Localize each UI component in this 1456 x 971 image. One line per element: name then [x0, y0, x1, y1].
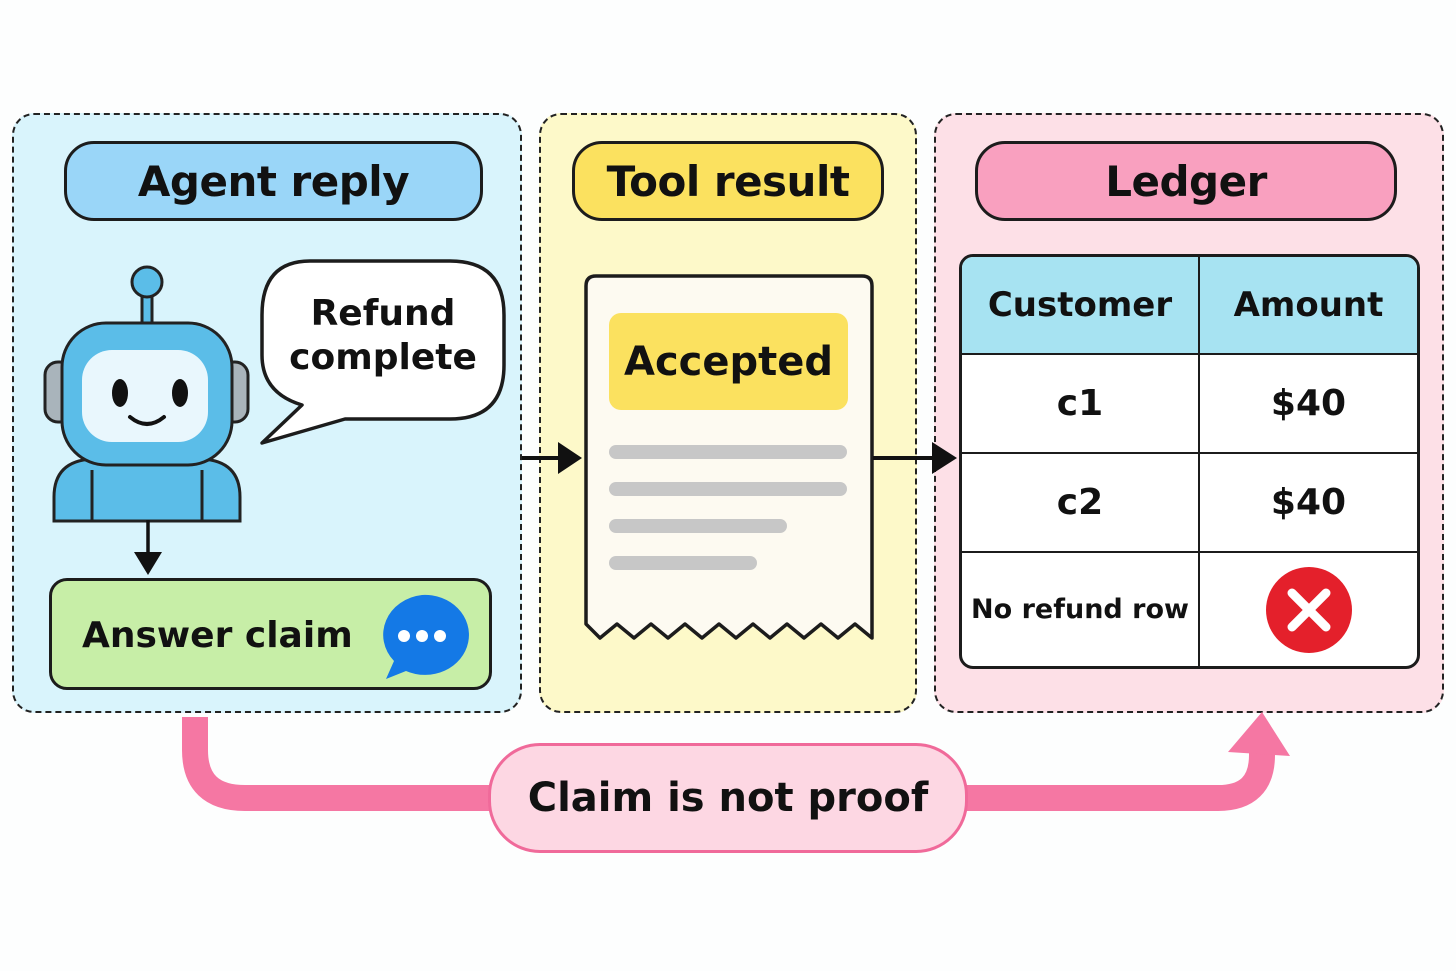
answer-claim-box: Answer claim: [49, 578, 492, 690]
header-customer: Customer: [962, 257, 1200, 353]
cell-amount: $40: [1270, 482, 1347, 523]
speech-bubble-icon: [260, 259, 506, 445]
missing-refund-label: No refund row: [962, 553, 1200, 666]
header-amount: Amount: [1233, 285, 1384, 325]
missing-status: [1200, 553, 1417, 666]
robot-icon: [43, 265, 250, 523]
table-row: c2 $40: [962, 452, 1417, 551]
flow-arrow-head: [1228, 712, 1290, 756]
ledger-table: Customer Amount c1 $40 c2 $40 No refund …: [959, 254, 1420, 669]
table-row-missing: No refund row: [962, 551, 1417, 666]
arrow-down-icon: [134, 520, 162, 575]
accepted-status-badge: Accepted: [609, 313, 848, 410]
chat-bubble-icon: [383, 594, 469, 679]
table-row: c1 $40: [962, 353, 1417, 452]
ledger-header-row: Customer Amount: [962, 257, 1417, 353]
cell-amount: $40: [1270, 383, 1347, 424]
cell-customer: c1: [962, 355, 1200, 452]
tool-result-title: Tool result: [572, 141, 884, 221]
claim-not-proof-label: Claim is not proof: [488, 743, 968, 853]
bubble-line-1: Refund: [310, 293, 456, 334]
answer-claim-label: Answer claim: [82, 615, 353, 656]
agent-reply-title: Agent reply: [64, 141, 483, 221]
speech-bubble-text: Refund complete: [262, 292, 504, 380]
bubble-line-2: complete: [289, 337, 477, 378]
cell-customer: c2: [962, 454, 1200, 551]
ledger-title: Ledger: [975, 141, 1397, 221]
error-x-icon: [1265, 566, 1352, 653]
